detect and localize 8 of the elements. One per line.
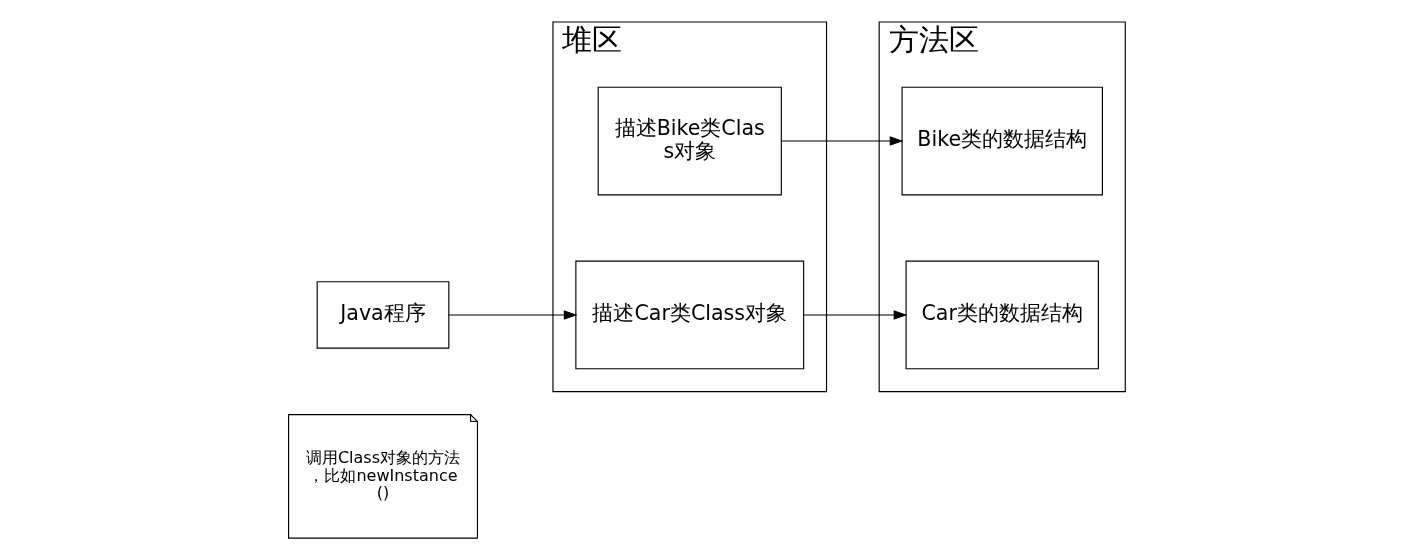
- arrow: [448, 310, 578, 320]
- node-box: Car类的数据结构: [905, 260, 1099, 370]
- node-box: Bike类的数据结构: [901, 86, 1103, 196]
- node-box: 描述Car类Class对象: [575, 260, 805, 370]
- arrow: [803, 310, 908, 320]
- arrow: [780, 136, 904, 146]
- node-box: 描述Bike类Class对象: [597, 86, 782, 196]
- node-box: Java程序: [316, 281, 450, 349]
